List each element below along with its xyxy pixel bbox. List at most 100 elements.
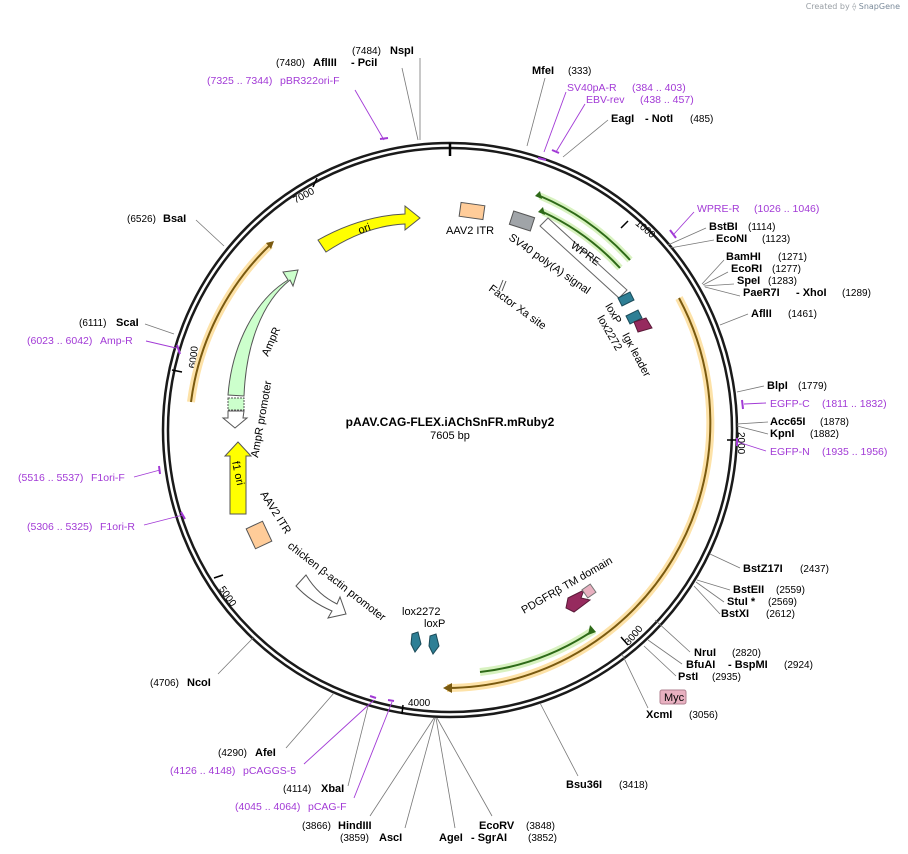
cba-promoter-arrow <box>295 574 347 619</box>
f1orif-leader <box>133 469 161 478</box>
bsteii-leader <box>696 579 731 591</box>
site-label-extra: - BspMI <box>728 659 768 671</box>
bsu36i-leader <box>539 702 579 777</box>
tick-1000: 1000 <box>633 218 657 241</box>
site-label: AgeI <box>439 832 463 844</box>
asci-leader <box>404 717 436 829</box>
loxp-bottom-label: loxP <box>424 618 445 630</box>
sv40-box <box>508 210 536 232</box>
eagi-leader <box>562 119 609 158</box>
nrui-leader <box>654 619 691 653</box>
site-pos: (1461) <box>788 309 817 320</box>
primer-label: SV40pA-R <box>567 82 617 94</box>
site-pos: (1779) <box>798 381 827 392</box>
site-pos: (1277) <box>772 264 801 275</box>
cds-halo <box>446 296 715 692</box>
site-pos: (2559) <box>776 585 805 596</box>
site-pos: (6526) <box>127 214 156 225</box>
primer-range: (5306 .. 5325) <box>27 521 92 533</box>
site-label: NspI <box>390 45 414 57</box>
site-pos: (3859) <box>340 833 369 844</box>
site-label: EagI <box>611 113 634 125</box>
kpni-leader <box>736 425 769 435</box>
afei-leader <box>285 692 335 749</box>
primer-label: F1ori-F <box>91 472 125 484</box>
site-label: EcoNI <box>716 233 747 245</box>
green-arrowhead <box>588 625 596 635</box>
site-label: BfuAI <box>686 659 715 671</box>
primer-range: (7325 .. 7344) <box>207 75 272 87</box>
primer-range: (384 .. 403) <box>632 82 686 94</box>
ampr-label: AmpR <box>260 325 283 358</box>
left-cds-arrowhead <box>266 241 274 249</box>
wpre-arrowhead-2 <box>538 207 545 215</box>
site-pos: (7484) <box>352 46 381 57</box>
primer-range: (6023 .. 6042) <box>27 335 92 347</box>
bsai-leader <box>195 219 225 247</box>
site-pos: (1271) <box>778 252 807 263</box>
factor-xa-label: Factor Xa site <box>486 283 548 333</box>
site-label: BstEII <box>733 584 764 596</box>
myc-label: Myc <box>664 692 685 704</box>
site-pos: (4290) <box>218 748 247 759</box>
primer-range: (5516 .. 5537) <box>18 472 83 484</box>
primer-label: pBR322ori-F <box>280 75 340 87</box>
ampr-promoter-label: AmpR promoter <box>249 380 274 459</box>
site-pos: (1283) <box>768 276 797 287</box>
plasmid-size: 7605 bp <box>430 430 470 442</box>
site-pos: (6111) <box>79 318 106 329</box>
sv40par-leader <box>543 91 567 153</box>
site-label: Bsu36I <box>566 779 602 791</box>
site-label: XcmI <box>646 709 672 721</box>
site-pos: (4114) <box>283 784 311 795</box>
stui-leader <box>695 581 725 603</box>
myc-box <box>659 689 687 705</box>
primer-label: EBV-rev <box>586 94 625 106</box>
psti-leader <box>643 645 677 677</box>
site-pos: (3848) <box>526 821 555 832</box>
aav-itr-top-box <box>458 201 486 221</box>
hindiii-leader <box>369 717 435 817</box>
bfuai-leader <box>647 639 683 665</box>
snapgene-logo-icon: ⟠ <box>852 2 857 11</box>
site-label: BstBI <box>709 221 738 233</box>
sv40par-mark <box>537 157 547 161</box>
primer-label: pCAG-F <box>308 801 347 813</box>
wprer-leader <box>673 211 695 235</box>
cds-arrowhead <box>443 683 452 693</box>
site-label: XbaI <box>321 783 344 795</box>
site-label: AflIII <box>313 57 337 69</box>
site-label: NruI <box>694 647 716 659</box>
site-label: Acc65I <box>770 416 805 428</box>
site-pos: (4706) <box>150 678 179 689</box>
pbr322-leader <box>354 89 385 141</box>
site-pos: (2569) <box>768 597 797 608</box>
lox2272-bottom-label: lox2272 <box>402 606 441 618</box>
site-pos: (1289) <box>842 288 871 299</box>
site-pos: (2437) <box>800 564 829 575</box>
blpi-leader <box>736 385 765 393</box>
wpre-arrowhead-1 <box>535 191 542 199</box>
aflii-leader <box>719 313 749 326</box>
f1orir-leader <box>143 514 184 526</box>
loxp-bottom-shape <box>428 633 440 655</box>
primer-range: (1026 .. 1046) <box>754 203 819 215</box>
site-label: MfeI <box>532 65 554 77</box>
site-label: NcoI <box>187 677 211 689</box>
site-label-extra: - NotI <box>645 113 673 125</box>
tick-4000: 4000 <box>408 698 431 709</box>
primer-range: (4045 .. 4064) <box>235 801 300 813</box>
egfpn-leader <box>737 441 767 452</box>
primer-label: pCAGGS-5 <box>243 765 296 777</box>
lox2272-bottom-shape <box>410 631 422 653</box>
ncoi-leader <box>217 636 255 675</box>
bstz17i-leader <box>709 553 741 569</box>
xcmi-leader <box>621 653 649 709</box>
primer-label: WPRE-R <box>697 203 740 215</box>
aav-itr-bottom-box <box>245 520 273 550</box>
site-label: EcoRV <box>479 820 515 832</box>
site-pos: (485) <box>690 114 713 125</box>
ampr-primer-leader <box>145 340 177 349</box>
primer-range: (1935 .. 1956) <box>822 446 887 458</box>
ecorv-leader <box>436 717 493 817</box>
